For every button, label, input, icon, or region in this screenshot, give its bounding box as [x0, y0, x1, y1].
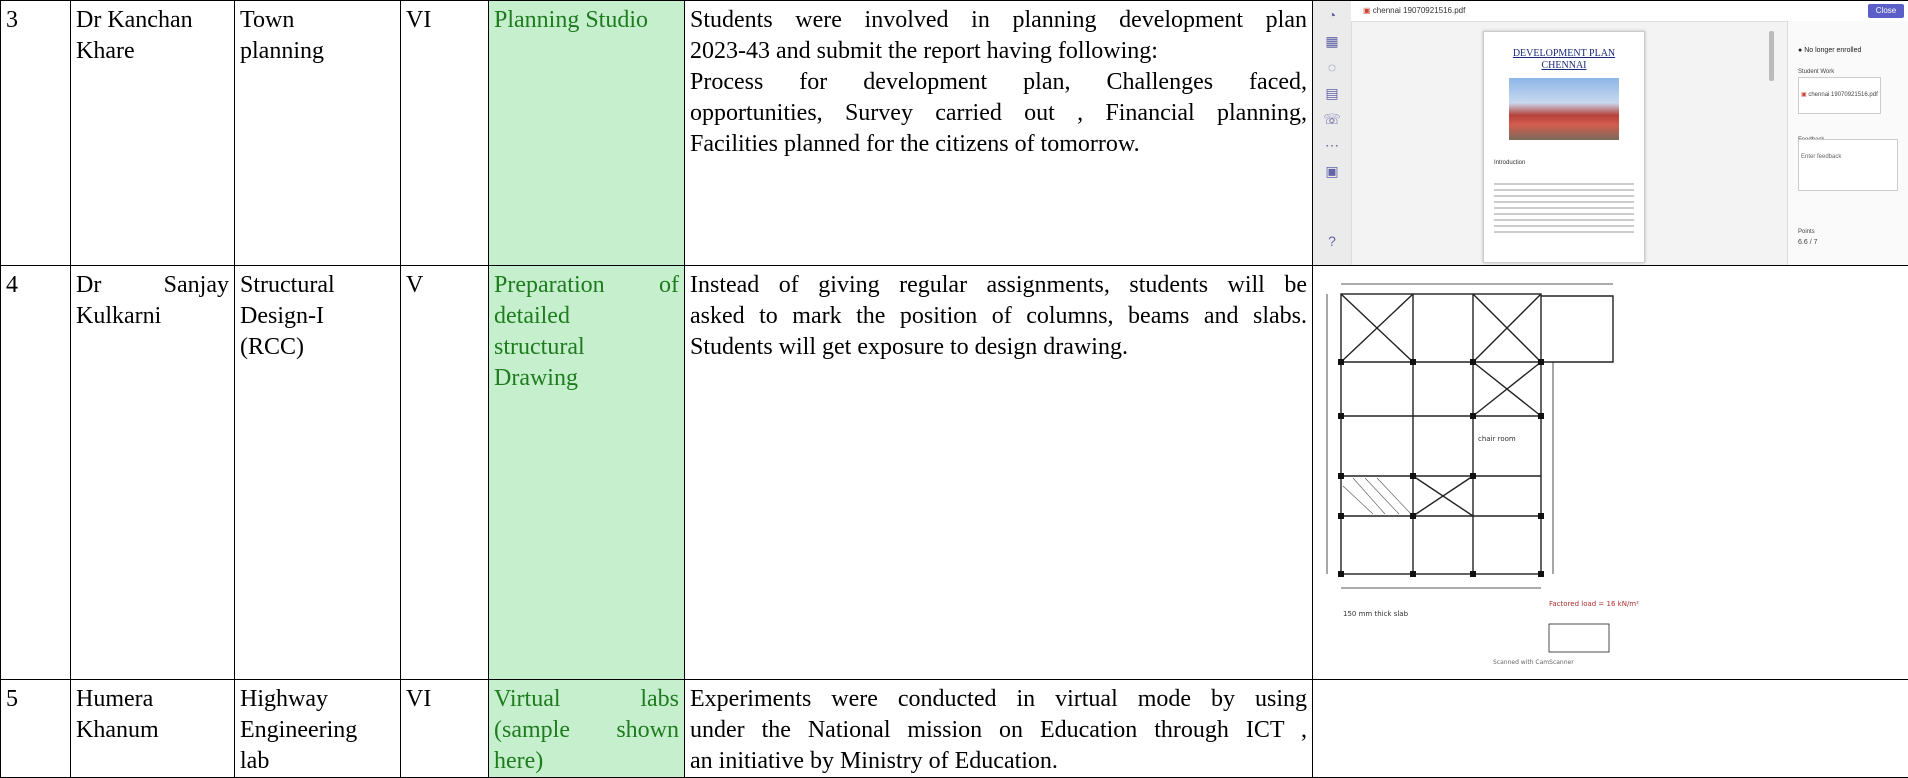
- points-field[interactable]: 6.6 / 7: [1798, 227, 1817, 258]
- table-row: 5 Humera Khanum Highway Engineering lab …: [1, 680, 1908, 778]
- plan-outline: [1341, 294, 1541, 574]
- text-line: [1494, 201, 1634, 203]
- file-name: chennai 19070921516.pdf: [1373, 6, 1466, 15]
- intro-heading: Introduction: [1494, 148, 1634, 179]
- semester-cell: V: [401, 266, 489, 680]
- more-icon: ⋯: [1322, 135, 1342, 155]
- text-line: [1494, 189, 1634, 191]
- text-line: [1494, 183, 1634, 185]
- serial-number-cell: 3: [1, 1, 71, 266]
- semester-cell: VI: [401, 1, 489, 266]
- faculty-cell: Dr Sanjay Kulkarni: [71, 266, 235, 680]
- close-button[interactable]: Close: [1868, 4, 1904, 18]
- table-row: 3 Dr Kanchan Khare Town planning VI Plan…: [1, 1, 1908, 266]
- columns: [1338, 359, 1544, 577]
- teams-pdf-screenshot: ◔ ▦ ◌ ▤ ☏ ⋯ ▣ ? ▣ chennai 19070921516.pd…: [1313, 1, 1908, 265]
- app-rail: ◔ ▦ ◌ ▤ ☏ ⋯ ▣ ?: [1313, 1, 1352, 265]
- pdf-icon: ▣: [1363, 6, 1371, 15]
- doc-title: DEVELOPMENT PLAN CHENNAI: [1484, 48, 1644, 72]
- text-line: [1494, 231, 1634, 233]
- pdf-icon: ▣: [1801, 92, 1807, 98]
- city-photo: [1509, 78, 1619, 140]
- serial-number-cell: 5: [1, 680, 71, 778]
- subject-cell: Structural Design-I (RCC): [235, 266, 401, 680]
- text-line: [1494, 219, 1634, 221]
- evidence-image-cell: ◔ ▦ ◌ ▤ ☏ ⋯ ▣ ? ▣ chennai 19070921516.pd…: [1313, 1, 1908, 266]
- scanner-footer: Scanned with CamScanner: [1493, 659, 1574, 666]
- evidence-image-cell: chair room 150 mm thick slab Factored lo…: [1313, 266, 1908, 680]
- chair-room-label: chair room: [1478, 435, 1516, 443]
- activity-icon: ◔: [1322, 5, 1342, 25]
- evidence-image-cell: [1313, 680, 1908, 778]
- description-cell: Experiments were conducted in virtual mo…: [685, 680, 1313, 778]
- factored-load-note: Factored load = 16 kN/m²: [1549, 600, 1639, 608]
- activity-cell: Planning Studio: [489, 1, 685, 266]
- scrollbar[interactable]: [1769, 31, 1774, 81]
- text-line: [1494, 225, 1634, 227]
- activity-cell: Preparation of detailed structural Drawi…: [489, 266, 685, 680]
- assignments-icon: ▦: [1322, 31, 1342, 51]
- chat-icon: ◌: [1322, 57, 1342, 77]
- text-line: [1494, 207, 1634, 209]
- serial-number-cell: 4: [1, 266, 71, 680]
- load-calc-box: [1549, 624, 1609, 652]
- table-row: 4 Dr Sanjay Kulkarni Structural Design-I…: [1, 266, 1908, 680]
- subject-cell: Town planning: [235, 1, 401, 266]
- description-cell: Instead of giving regular assignments, s…: [685, 266, 1313, 680]
- faculty-cell: Dr Kanchan Khare: [71, 1, 235, 266]
- file-chip[interactable]: ▣ chennai 19070921516.pdf: [1798, 77, 1881, 114]
- activity-cell: Virtual labs (sample shown here): [489, 680, 685, 778]
- plan-wing: [1541, 296, 1613, 362]
- grading-panel: ● No longer enrolled Student Work ▣ chen…: [1787, 21, 1908, 265]
- description-cell: Students were involved in planning devel…: [685, 1, 1313, 266]
- apps-icon: ▣: [1322, 161, 1342, 181]
- faculty-cell: Humera Khanum: [71, 680, 235, 778]
- calendar-icon: ▤: [1322, 83, 1342, 103]
- text-line: [1494, 195, 1634, 197]
- pdf-page: DEVELOPMENT PLAN CHENNAI Introduction: [1483, 31, 1645, 263]
- help-icon: ?: [1322, 231, 1342, 251]
- slab-note: 150 mm thick slab: [1343, 610, 1409, 618]
- semester-cell: VI: [401, 680, 489, 778]
- feedback-input[interactable]: Enter feedback: [1798, 139, 1898, 191]
- calls-icon: ☏: [1322, 109, 1342, 129]
- text-line: [1494, 213, 1634, 215]
- structural-drawing: chair room 150 mm thick slab Factored lo…: [1313, 266, 1908, 679]
- subject-cell: Highway Engineering lab: [235, 680, 401, 778]
- drawing-svg: chair room 150 mm thick slab Factored lo…: [1313, 266, 1908, 670]
- viewer-topbar: ▣ chennai 19070921516.pdf Close: [1351, 1, 1908, 22]
